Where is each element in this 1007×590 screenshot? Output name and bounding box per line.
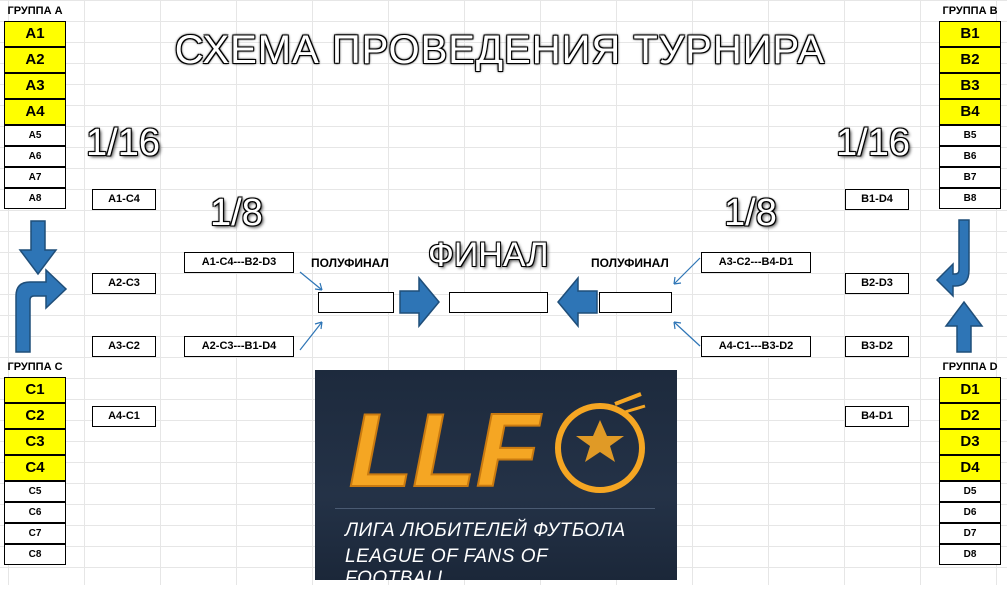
round-8-right-label: 1/8 [724,192,777,234]
match-16-right-2[interactable]: B2-D3 [845,273,909,294]
group-c-header: ГРУППА С [7,361,63,373]
logo-divider [335,508,655,509]
bent-right-arrow-icon [15,268,68,353]
match-16-right-3[interactable]: B3-D2 [845,336,909,357]
final-slot[interactable] [449,292,548,313]
team-d5[interactable]: D5 [939,481,1001,502]
team-a7[interactable]: A7 [4,167,66,188]
team-b2[interactable]: B2 [939,47,1001,73]
football-icon [555,392,646,493]
semifinal-left-slot[interactable] [318,292,394,313]
team-a2[interactable]: A2 [4,47,66,73]
llf-logo-banner: LLF ЛИГА ЛЮБИТЕЛЕЙ ФУТБОЛА LEAGUE OF FAN… [315,370,677,589]
logo-line-en: LEAGUE OF FANS OF FOOTBALL [345,546,548,589]
team-d2[interactable]: D2 [939,403,1001,429]
round-16-left-label: 1/16 [86,122,160,164]
team-b1[interactable]: B1 [939,21,1001,47]
team-b5[interactable]: B5 [939,125,1001,146]
team-a4[interactable]: A4 [4,99,66,125]
thin-arrow-left-bottom-icon [299,321,323,351]
round-8-left-label: 1/8 [210,192,263,234]
llf-logo-mark: LLF [348,392,646,510]
page-title: СХЕМА ПРОВЕДЕНИЯ ТУРНИРА [174,28,826,72]
up-arrow-icon [944,300,984,353]
team-a1[interactable]: A1 [4,21,66,47]
match-16-left-1[interactable]: A1-C4 [92,189,156,210]
match-8-left-1[interactable]: A1-C4---B2-D3 [184,252,294,273]
team-b4[interactable]: B4 [939,99,1001,125]
team-b6[interactable]: B6 [939,146,1001,167]
match-8-left-2[interactable]: A2-C3---B1-D4 [184,336,294,357]
down-arrow-icon [18,220,58,276]
team-a5[interactable]: A5 [4,125,66,146]
match-16-right-1[interactable]: B1-D4 [845,189,909,210]
team-c2[interactable]: C2 [4,403,66,429]
thin-arrow-right-top-icon [673,257,701,285]
team-d1[interactable]: D1 [939,377,1001,403]
team-d7[interactable]: D7 [939,523,1001,544]
left-arrow-icon [557,275,598,329]
thin-arrow-left-top-icon [299,271,323,291]
team-d3[interactable]: D3 [939,429,1001,455]
bent-left-arrow-icon [935,219,970,298]
team-d4[interactable]: D4 [939,455,1001,481]
group-b-header: ГРУППА В [942,5,998,17]
match-8-right-2[interactable]: A4-C1---B3-D2 [701,336,811,357]
team-b8[interactable]: B8 [939,188,1001,209]
thin-arrow-right-bottom-icon [673,321,701,347]
team-c1[interactable]: C1 [4,377,66,403]
team-c6[interactable]: C6 [4,502,66,523]
match-16-right-4[interactable]: B4-D1 [845,406,909,427]
group-d-header: ГРУППА D [942,361,998,373]
team-c3[interactable]: C3 [4,429,66,455]
round-16-right-label: 1/16 [836,122,910,164]
semifinal-left-label: ПОЛУФИНАЛ [311,256,389,270]
team-d8[interactable]: D8 [939,544,1001,565]
team-c4[interactable]: C4 [4,455,66,481]
match-16-left-4[interactable]: A4-C1 [92,406,156,427]
semifinal-right-label: ПОЛУФИНАЛ [591,256,669,270]
right-arrow-icon [399,275,440,329]
team-c5[interactable]: C5 [4,481,66,502]
match-16-left-3[interactable]: A3-C2 [92,336,156,357]
team-b3[interactable]: B3 [939,73,1001,99]
team-a8[interactable]: A8 [4,188,66,209]
team-b7[interactable]: B7 [939,167,1001,188]
team-a6[interactable]: A6 [4,146,66,167]
match-8-right-1[interactable]: A3-C2---B4-D1 [701,252,811,273]
logo-line-ru: ЛИГА ЛЮБИТЕЛЕЙ ФУТБОЛА [345,520,626,541]
team-c7[interactable]: C7 [4,523,66,544]
team-c8[interactable]: C8 [4,544,66,565]
team-a3[interactable]: A3 [4,73,66,99]
match-16-left-2[interactable]: A2-C3 [92,273,156,294]
team-d6[interactable]: D6 [939,502,1001,523]
group-a-header: ГРУППА А [7,5,63,17]
final-label: ФИНАЛ [428,236,549,274]
semifinal-right-slot[interactable] [599,292,672,313]
llf-logo-text: LLF [349,393,542,509]
